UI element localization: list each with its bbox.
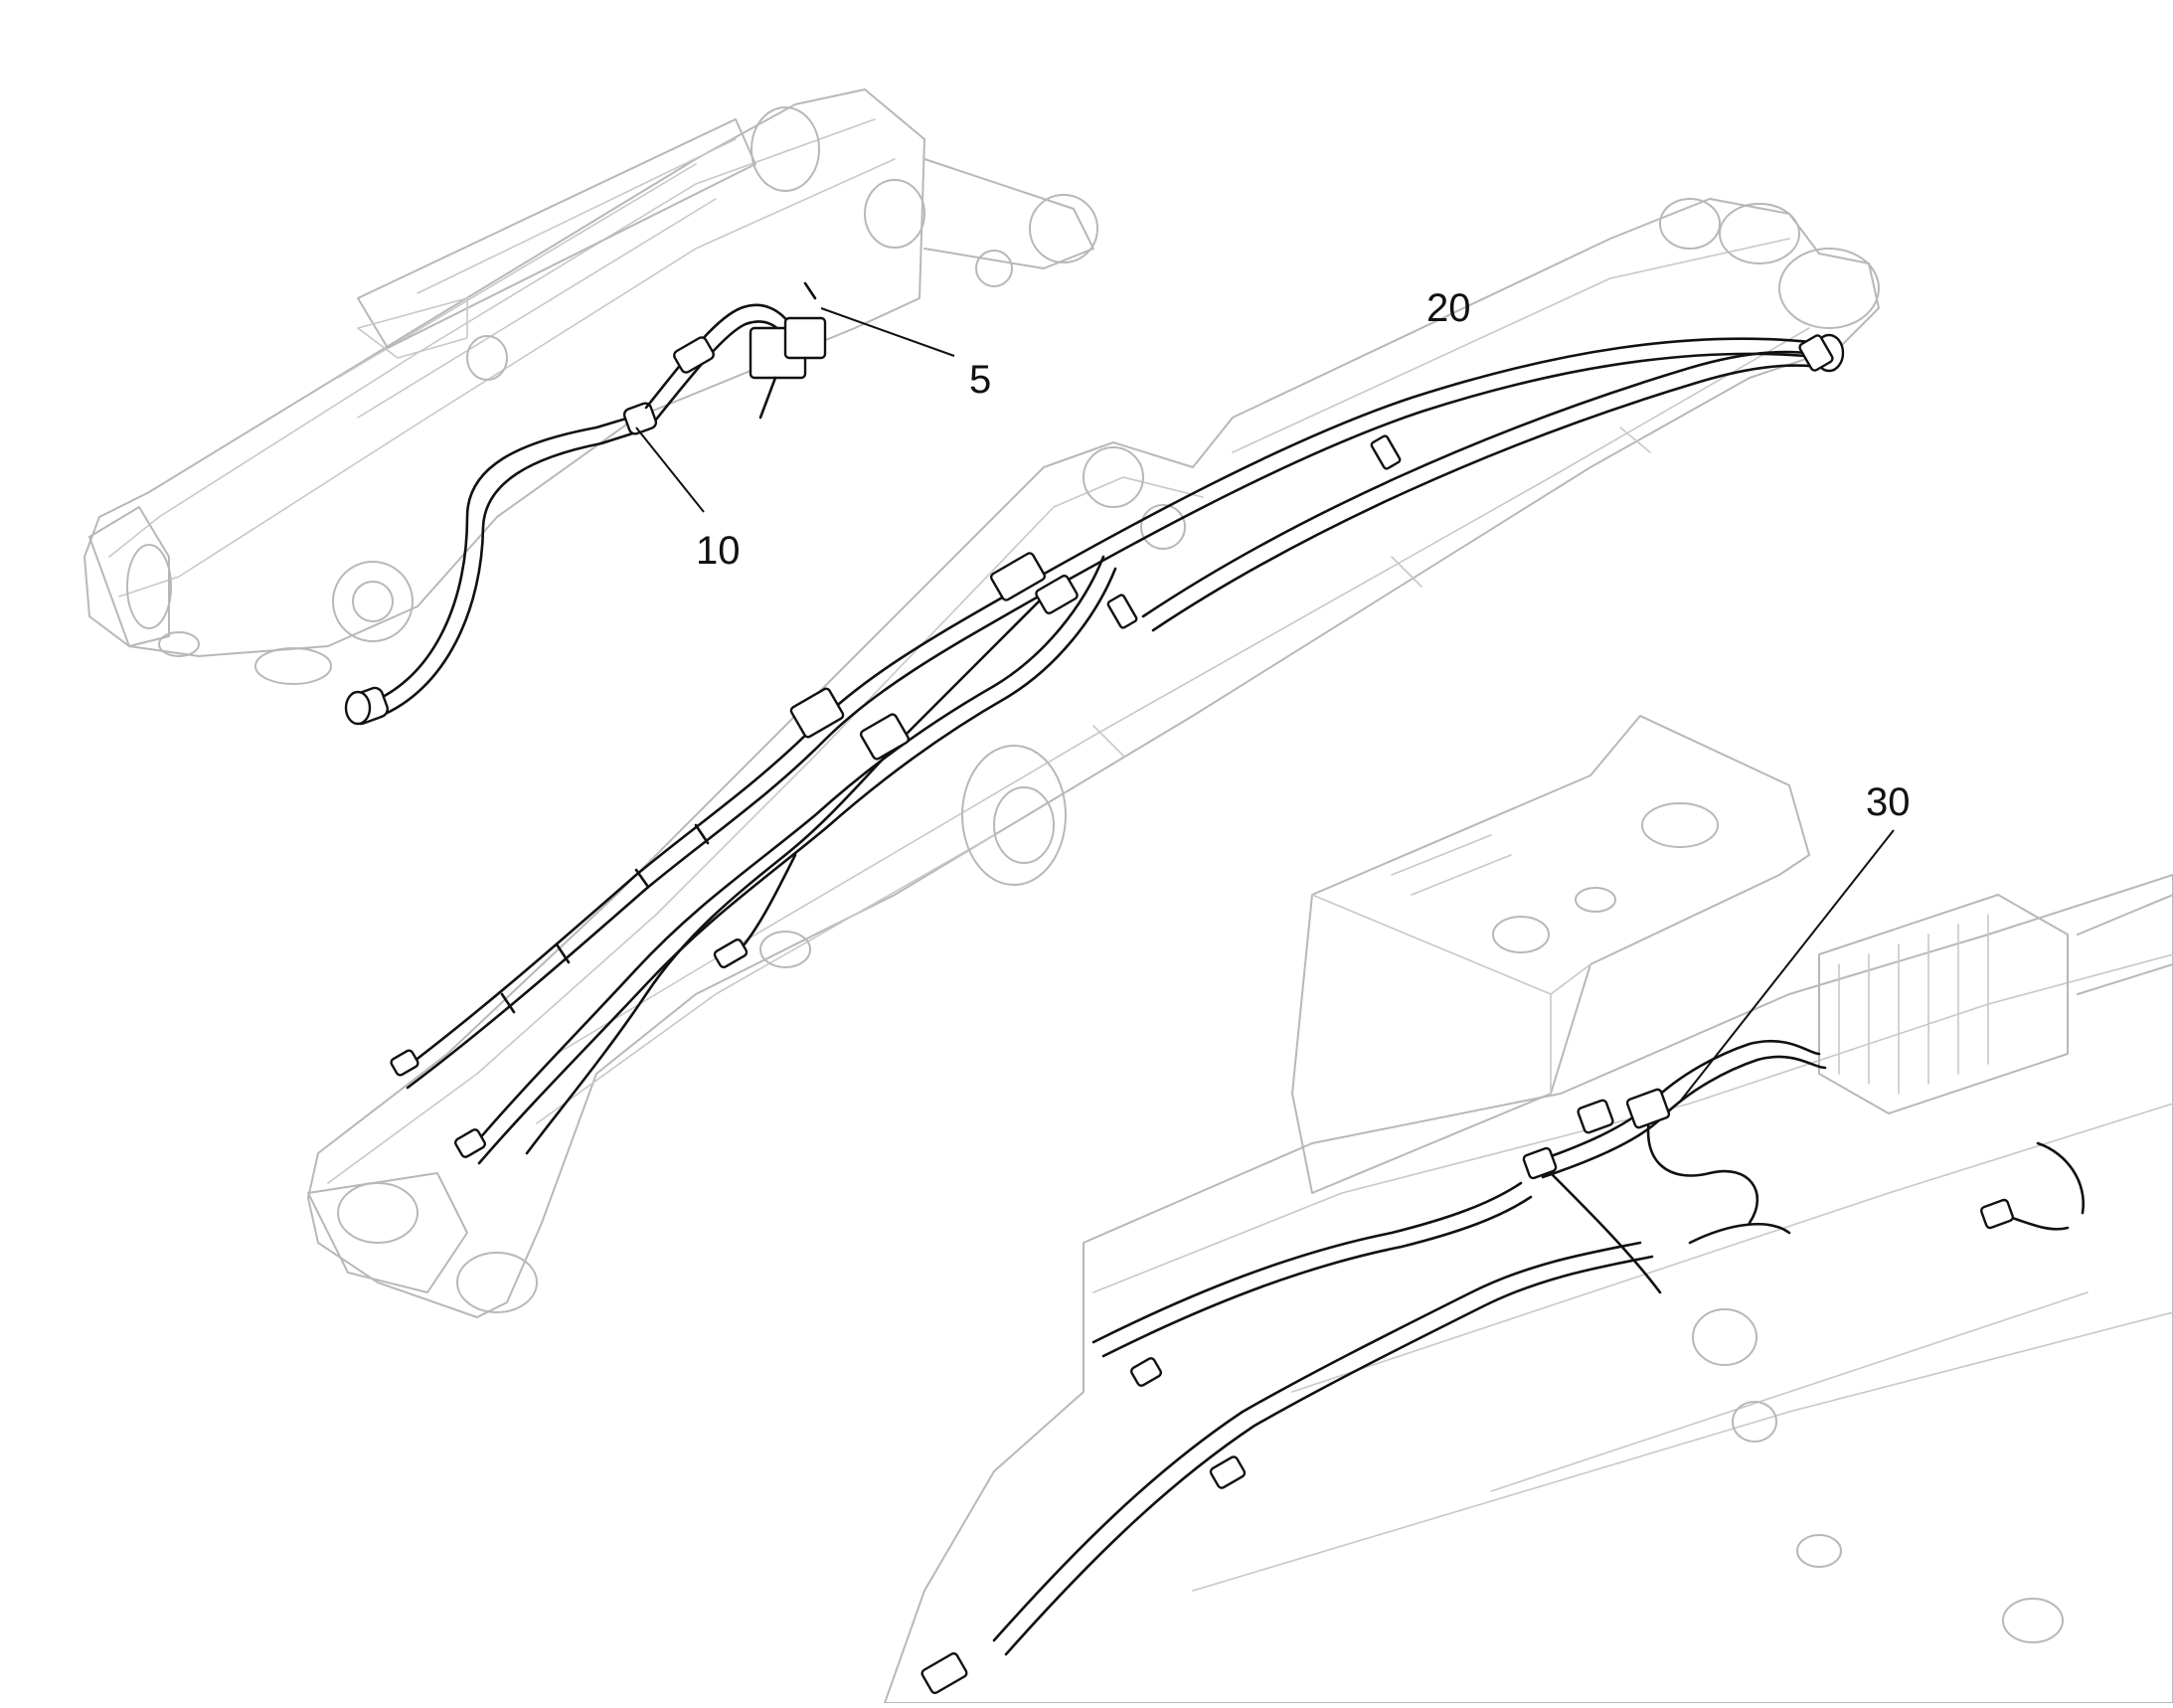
hose-part-10 (344, 402, 658, 726)
callout-5: 5 (820, 307, 991, 402)
boom-assembly-ghost (307, 198, 1880, 1318)
valve-part-5 (644, 281, 827, 422)
callout-label-10: 10 (696, 529, 741, 573)
callout-label-30: 30 (1866, 780, 1911, 824)
callout-label-20: 20 (1426, 286, 1471, 330)
hose-part-30 (920, 1039, 2086, 1694)
callout-label-5: 5 (969, 358, 991, 402)
callout-30: 30 (1679, 780, 1911, 1103)
hose-bundle-part-20 (390, 333, 1845, 1165)
arm-assembly-ghost (84, 88, 1098, 685)
upperstructure-ghost (884, 715, 2173, 1704)
callout-10: 10 (635, 427, 741, 573)
callout-20: 20 (1426, 286, 1471, 330)
